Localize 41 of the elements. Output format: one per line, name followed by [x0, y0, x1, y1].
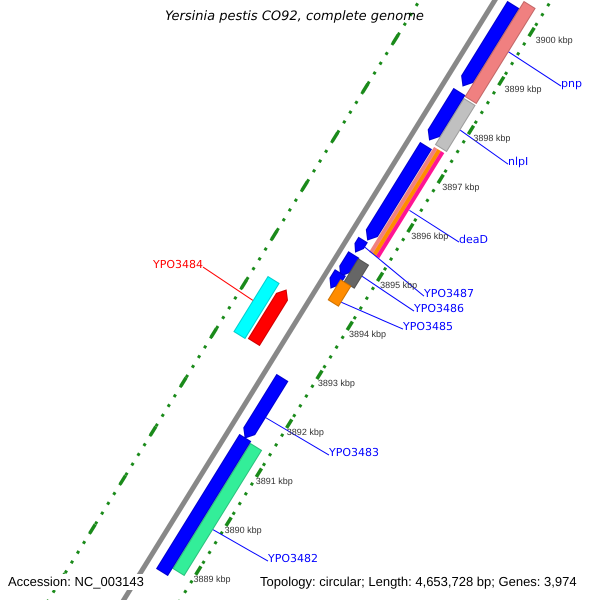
leader-line — [265, 417, 330, 456]
accession-text: Accession: NC_003143 — [6, 574, 146, 590]
scale-label: 3896 kbp — [411, 230, 448, 242]
leader-line — [364, 246, 424, 297]
gene-label: YPO3482 — [268, 552, 318, 565]
scale-label: 3891 kbp — [256, 476, 293, 487]
map-title: Yersinia pestis CO92, complete genome — [165, 9, 424, 25]
gene-feature — [339, 251, 360, 277]
leader-line — [340, 302, 404, 330]
gene-bar — [343, 258, 370, 289]
scale-label: 3900 kbp — [536, 35, 573, 46]
gene-feature — [329, 269, 346, 289]
leader-line — [362, 276, 414, 312]
leader-line — [408, 210, 460, 243]
gene-label: nlpI — [508, 155, 528, 168]
gene-label: deaD — [459, 233, 488, 246]
gene-label: pnp — [561, 77, 582, 90]
scale-label: 3899 kbp — [504, 84, 542, 95]
leader-line — [460, 130, 508, 165]
gene-label: YPO3484 — [153, 258, 204, 271]
scale-label: 3897 kbp — [442, 182, 480, 193]
genome-info-text: Topology: circular; Length: 4,653,728 bp; Genes: 3,974 — [258, 574, 579, 590]
gene-label: YPO3483 — [329, 446, 380, 459]
gene-bar — [328, 279, 352, 307]
gene-feature — [461, 0, 520, 87]
gene-feature — [428, 88, 466, 141]
gene-feature — [366, 142, 432, 241]
leader-line — [508, 51, 562, 87]
scale-label: 3894 kbp — [349, 328, 386, 340]
scale-label: 3890 kbp — [224, 524, 262, 536]
gene-label: YPO3487 — [424, 287, 474, 300]
gene-label: YPO3486 — [414, 302, 464, 315]
leader-line — [212, 529, 268, 562]
scale-label: 3889 kbp — [194, 574, 231, 585]
gene-feature — [243, 374, 288, 439]
scale-label: 3893 kbp — [318, 378, 355, 389]
gene-bar — [233, 276, 280, 340]
scale-label: 3898 kbp — [473, 132, 510, 144]
leader-line — [202, 266, 254, 301]
gene-label: YPO3485 — [403, 320, 454, 333]
gene-feature — [248, 289, 288, 346]
